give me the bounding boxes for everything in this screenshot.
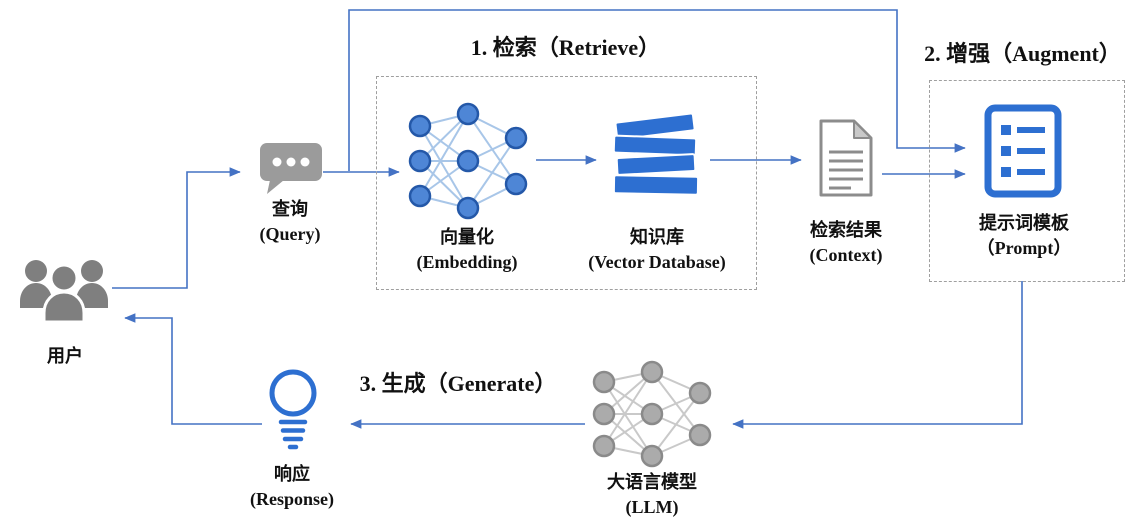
arrow-user-to-query — [112, 167, 241, 289]
query-label: 查询 (Query) — [238, 197, 342, 247]
user-label-zh: 用户 — [47, 346, 83, 366]
embedding-label-en: (Embedding) — [416, 252, 518, 273]
embedding-label-zh: 向量化 — [440, 227, 494, 247]
context-label-zh: 检索结果 — [810, 220, 882, 240]
response-lightbulb-icon — [266, 368, 320, 454]
arrow-query-to-prompt-top — [348, 9, 966, 171]
embedding-label: 向量化 (Embedding) — [398, 225, 536, 275]
generate-stage-title: 3. 生成（Generate） — [359, 371, 557, 396]
llm-label-en: (LLM) — [625, 497, 679, 518]
augment-stage-title: 2. 增强（Augment） — [924, 41, 1121, 66]
prompt-template-icon — [984, 104, 1062, 198]
llm-label-zh: 大语言模型 — [607, 472, 697, 492]
vector-database-label: 知识库 (Vector Database) — [572, 225, 742, 275]
response-label: 响应 (Response) — [234, 462, 350, 512]
retrieve-stage-title: 1. 检索（Retrieve） — [470, 35, 661, 60]
prompt-label-en: （Prompt） — [976, 238, 1072, 259]
query-label-en: (Query) — [259, 224, 321, 245]
query-label-zh: 查询 — [272, 199, 308, 219]
context-document-icon — [816, 118, 876, 198]
llm-network-icon — [588, 360, 716, 468]
context-label: 检索结果 (Context) — [794, 218, 898, 268]
users-icon — [14, 246, 114, 334]
embedding-network-icon — [404, 102, 532, 220]
retrieve-stage-box — [376, 76, 757, 290]
response-label-zh: 响应 — [274, 464, 310, 484]
augment-stage-box — [929, 80, 1125, 282]
vector-database-label-zh: 知识库 — [630, 227, 684, 247]
llm-label: 大语言模型 (LLM) — [582, 470, 722, 520]
prompt-label: 提示词模板 （Prompt） — [957, 211, 1091, 261]
context-label-en: (Context) — [809, 245, 883, 266]
arrow-response-to-user — [124, 313, 262, 425]
vector-database-label-en: (Vector Database) — [588, 252, 726, 273]
response-label-en: (Response) — [250, 489, 334, 510]
query-speech-bubble-icon — [258, 140, 324, 196]
arrow-prompt-to-llm — [732, 281, 1023, 429]
vector-database-books-icon — [606, 110, 706, 208]
user-label: 用户 — [12, 344, 118, 369]
prompt-label-zh: 提示词模板 — [979, 213, 1069, 233]
